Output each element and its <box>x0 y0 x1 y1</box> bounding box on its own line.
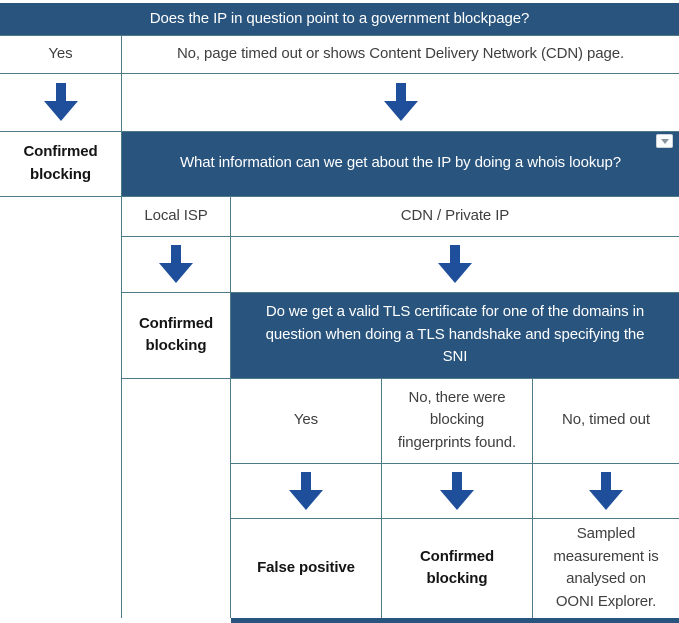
q3-answer-no-timeout: No, timed out <box>562 411 650 429</box>
dropdown-button[interactable] <box>656 134 673 148</box>
q1-outcome-confirmed-blocking: Confirmed blocking <box>23 143 98 183</box>
q3-outcome-sampled-measurement: Sampled measurement is analysed on OONI … <box>553 525 659 610</box>
down-arrow-icon <box>440 471 474 510</box>
down-arrow-icon <box>159 245 193 283</box>
grid-line <box>231 518 679 519</box>
arrow-cell <box>231 236 679 292</box>
q3-outcome-false-positive: False positive <box>257 558 355 576</box>
grid-line <box>0 35 679 36</box>
q2-answer-local-isp: Local ISP <box>144 206 208 224</box>
down-arrow-icon <box>589 471 623 510</box>
grid-line <box>122 378 679 379</box>
arrow-cell <box>231 463 381 518</box>
arrow-cell <box>533 463 679 518</box>
question2-header: What information can we get about the IP… <box>122 131 679 196</box>
question1-header: Does the IP in question point to a gover… <box>0 3 679 35</box>
grid-line <box>0 196 679 197</box>
grid-line <box>121 35 122 618</box>
grid-line <box>381 378 382 618</box>
q2-answer-cdn: CDN / Private IP <box>400 206 510 224</box>
q1-answer-yes: Yes <box>48 44 73 62</box>
down-arrow-icon <box>289 471 323 510</box>
question2-header-label: What information can we get about the IP… <box>179 154 621 172</box>
arrow-cell <box>122 236 230 292</box>
q3-outcome-confirmed-blocking: Confirmed blocking <box>419 547 495 588</box>
grid-line <box>122 236 679 237</box>
arrow-cell <box>0 73 121 131</box>
question3-header: Do we get a valid TLS certificate for on… <box>231 292 679 378</box>
chevron-down-icon <box>660 138 669 144</box>
q2-outcome-confirmed-blocking: Confirmed blocking <box>138 314 214 355</box>
grid-line <box>532 378 533 618</box>
down-arrow-icon <box>43 83 78 121</box>
grid-line <box>0 131 679 132</box>
q3-answer-yes: Yes <box>293 411 319 429</box>
grid-line <box>230 196 231 618</box>
arrow-cell <box>382 463 532 518</box>
down-arrow-icon <box>383 83 418 121</box>
arrow-cell <box>122 73 679 131</box>
q1-answer-no: No, page timed out or shows Content Deli… <box>176 44 625 62</box>
next-header-strip <box>231 618 679 623</box>
grid-line <box>122 292 679 293</box>
q3-answer-no-fingerprints: No, there were blocking fingerprints fou… <box>397 388 517 451</box>
grid-line <box>231 463 679 464</box>
grid-line <box>0 73 679 74</box>
down-arrow-icon <box>438 245 472 283</box>
